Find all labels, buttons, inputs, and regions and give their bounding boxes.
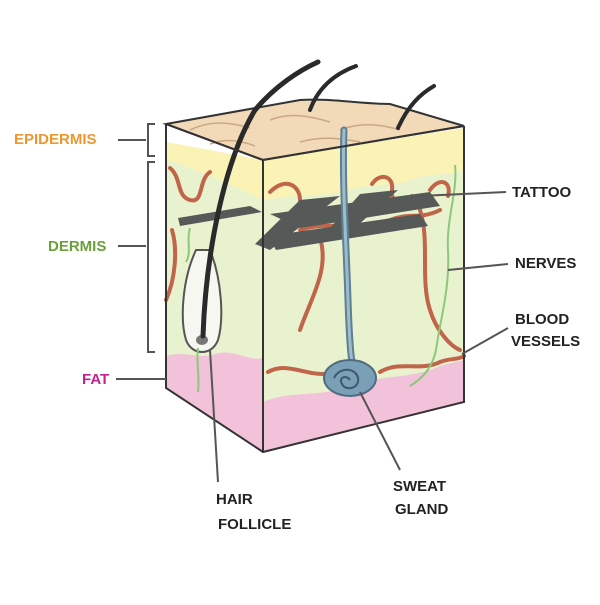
skin-surface-wrinkles — [189, 114, 401, 147]
block-outline — [165, 123, 465, 454]
sweat-gland — [323, 126, 377, 397]
blood-vessels-label-line2: VESSELS — [511, 333, 581, 350]
fat-label: FAT — [82, 371, 110, 388]
hair-follicle-label-line1: HAIR — [216, 491, 253, 508]
sweat-gland-label-line2: GLAND — [395, 501, 449, 518]
hair-follicle-label-line2: FOLLICLE — [218, 516, 292, 533]
layer-brackets — [147, 123, 155, 353]
leader-lines — [116, 139, 509, 483]
blood-vessels-label-line1: BLOOD — [515, 311, 570, 328]
sweat-gland-label-line1: SWEAT — [393, 478, 447, 495]
fat-layer-front — [166, 352, 263, 452]
hair-shafts — [200, 59, 436, 339]
tattoo-label: TATTOO — [512, 184, 572, 201]
dermis-label: DERMIS — [48, 238, 107, 255]
hair-follicle — [181, 249, 223, 393]
epidermis-label: EPIDERMIS — [14, 131, 97, 148]
nerves — [185, 164, 457, 387]
nerves-label: NERVES — [515, 255, 577, 272]
